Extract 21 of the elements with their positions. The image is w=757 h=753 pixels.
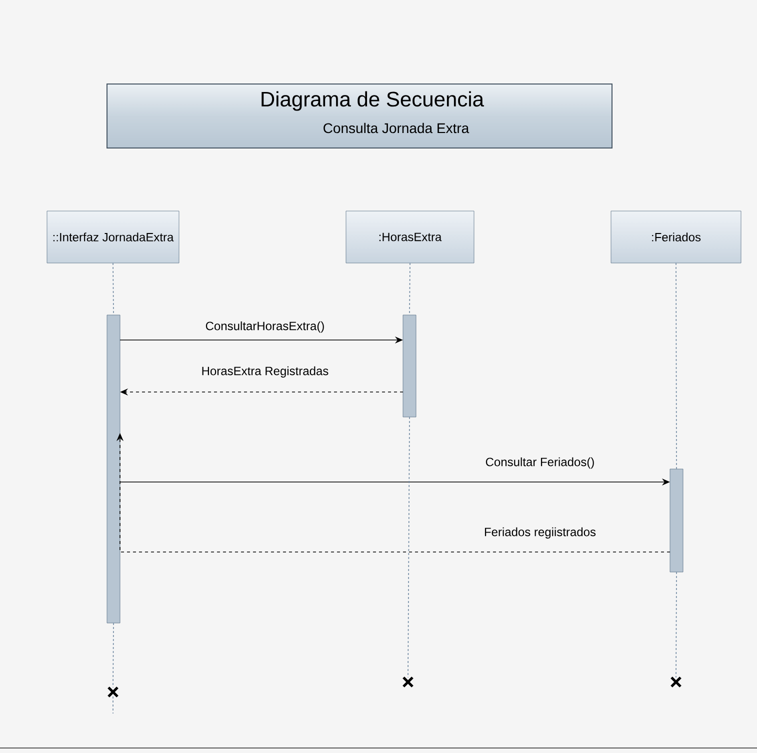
lifeline [112,696,114,714]
lifeline [112,622,114,688]
edge-label: HorasExtra Registradas [200,365,330,379]
title-box: Diagrama de Secuencia Consulta Jornada Extra [106,84,612,148]
destroy-mark [402,676,414,688]
lifeline-head-box: :HorasExtra [346,210,474,264]
destroy-mark [670,676,682,688]
lifeline-head-box: ::Interfaz JornadaExtra [46,210,180,264]
lifeline [676,572,677,678]
lifeline [676,262,677,470]
lifeline [409,262,410,316]
activation-bar [402,314,416,418]
edge-label: ConsultarHorasExtra() [204,320,326,334]
destroy-mark [107,686,119,698]
activation-bar [106,314,120,624]
edge-label: Consultar Feriados() [484,456,596,470]
lifeline [112,262,114,316]
activation-bar [670,468,684,572]
lifeline [408,416,410,678]
lifeline-head-box: :Feriados [610,210,742,264]
edge-label: Feriados regiistrados [482,526,598,540]
